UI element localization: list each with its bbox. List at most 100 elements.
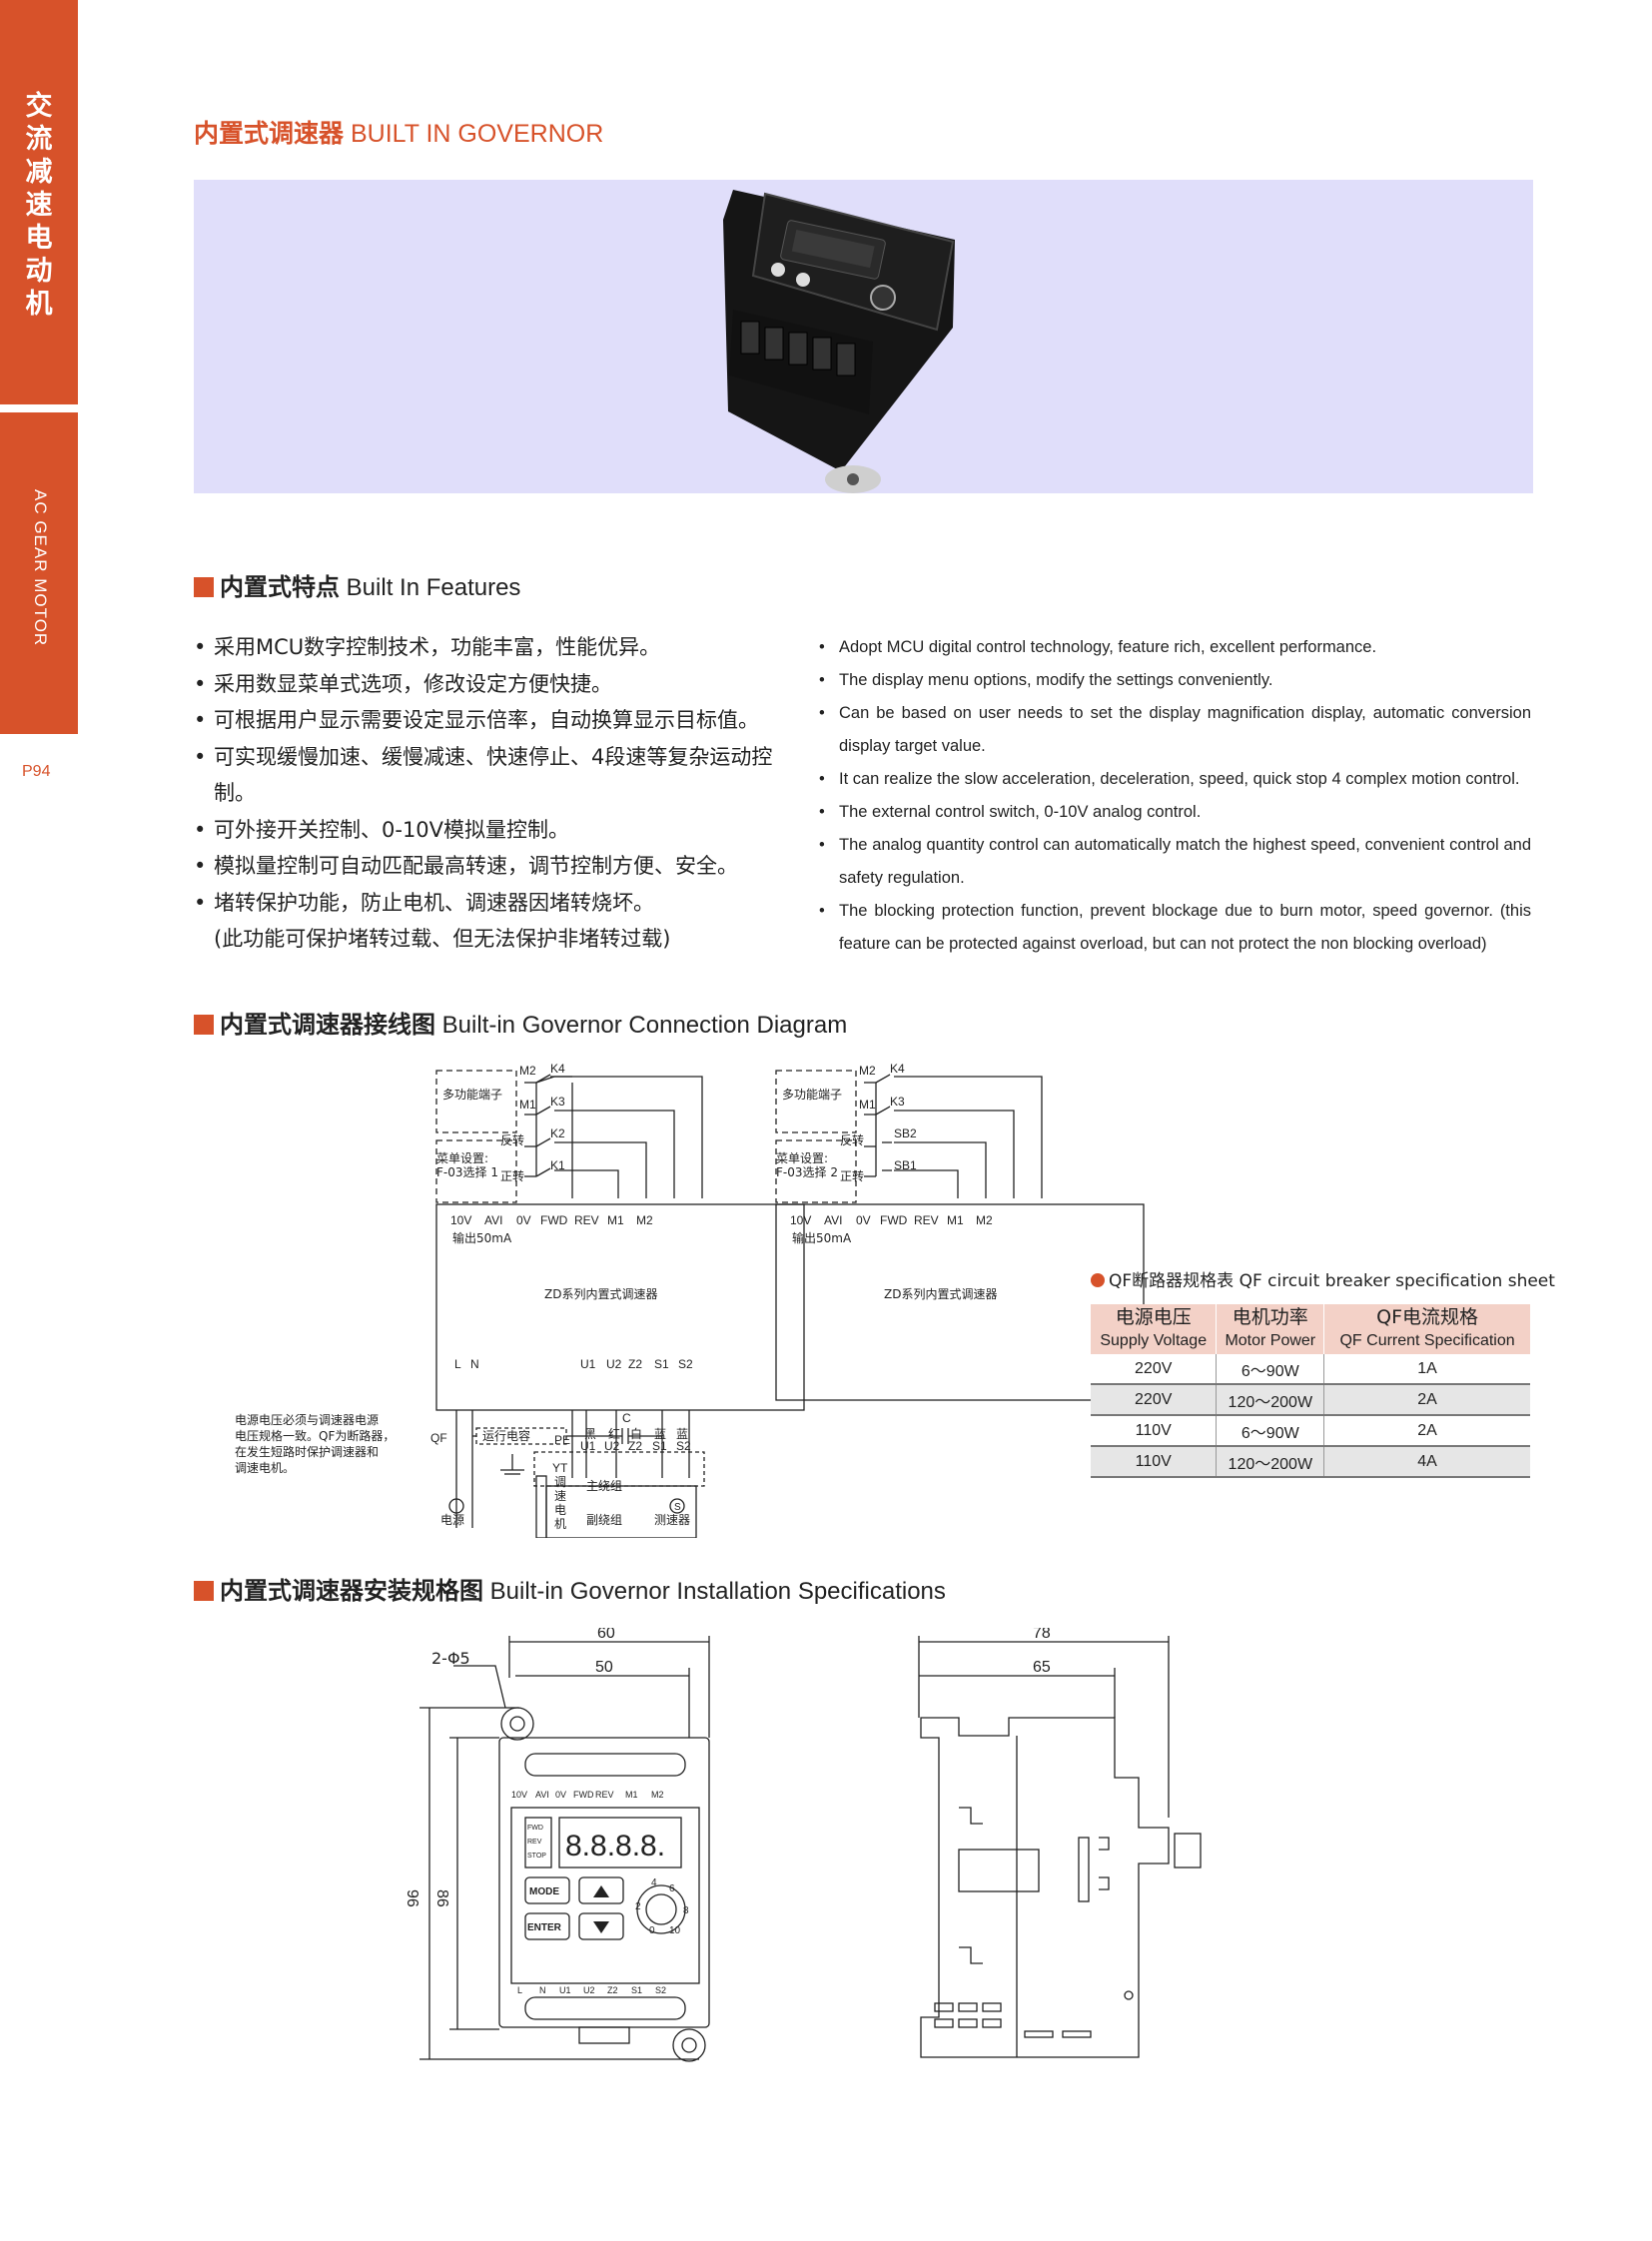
connection-diagram: M2 M1 多功能端子 K4 K3 K2 K1 反转 正转 菜单设置: F-03… [235,1062,1145,1538]
feature-cn-item: 模拟量控制可自动匹配最高转速，调节控制方便、安全。 [194,848,793,885]
down-arrow-icon [593,1921,609,1933]
note-line-2: 电压规格一致。QF为断路器， [235,1428,395,1443]
governor-name-right: ZD系列内置式调速器 [884,1287,997,1301]
features-english-list: Adopt MCU digital control technology, fe… [817,631,1531,961]
rev-label-right: 反转 [840,1132,864,1147]
feature-en-item: Adopt MCU digital control technology, fe… [817,631,1531,664]
page-number: P94 [22,763,51,780]
terminal-avi: AVI [484,1213,502,1227]
aux-winding-label: 副绕组 [586,1513,622,1527]
led-stop: STOP [527,1853,546,1860]
tachometer-s: S [674,1502,681,1513]
multi-function-label: 多功能端子 [442,1088,502,1102]
feature-en-item: Can be based on user needs to set the di… [817,697,1531,763]
wire-code-s1: S1 [652,1439,667,1453]
main-winding-label: 主绕组 [586,1479,622,1493]
terminal-z2: Z2 [628,1357,642,1371]
features-section-title: 内置式特点 Built In Features [194,567,520,602]
motor-char-3: 电 [554,1503,566,1517]
product-photo-banner [194,180,1533,493]
panel-m2: M2 [651,1790,664,1800]
knob-4: 4 [651,1877,657,1888]
terminal-s1: S1 [654,1357,669,1371]
panel-s1: S1 [631,1985,642,1995]
wire-color-white: 白 [630,1426,642,1441]
knob-10: 10 [669,1925,681,1936]
dim-65: 65 [1033,1659,1051,1676]
feature-en-item: The external control switch, 0-10V analo… [817,796,1531,829]
k3-label-right: K3 [890,1095,905,1109]
dim-86: 86 [433,1889,450,1907]
feature-cn-item: 可外接开关控制、0-10V模拟量控制。 [194,812,793,849]
terminal-u1: U1 [580,1357,596,1371]
sidebar-chinese-title: 交流减速电动机 [25,91,53,320]
feature-en-item: The display menu options, modify the set… [817,664,1531,697]
wire-color-blue-1: 蓝 [654,1427,666,1441]
panel-avi: AVI [535,1790,549,1800]
led-fwd: FWD [527,1825,543,1832]
knob-6: 6 [669,1883,675,1894]
knob-8: 8 [683,1905,689,1916]
panel-fwd: FWD [573,1790,594,1800]
f03-select-1: F-03选择 1 [436,1165,498,1179]
terminal-0v: 0V [516,1213,531,1227]
panel-z2: Z2 [607,1985,618,1995]
mode-button-label: MODE [529,1886,559,1897]
wire-code-s2: S2 [676,1439,691,1453]
panel-u2: U2 [583,1985,595,1995]
connection-section-title: 内置式调速器接线图 Built-in Governor Connection D… [194,1005,847,1040]
output-50ma: 输出50mA [452,1230,512,1245]
sb1-label: SB1 [894,1158,917,1172]
led-rev: REV [527,1839,542,1846]
sb2-label: SB2 [894,1126,917,1140]
panel-10v: 10V [511,1790,527,1800]
feature-cn-item: 可根据用户显示需要设定显示倍率，自动换算显示目标值。 [194,702,793,739]
qf-label: QF [430,1431,447,1445]
k4-label-right: K4 [890,1062,905,1076]
terminal-n: N [470,1357,479,1371]
multi-function-label-right: 多功能端子 [782,1088,842,1102]
terminal-m2-right: M2 [976,1213,993,1227]
k2-label: K2 [550,1126,565,1140]
k1-label: K1 [550,1158,565,1172]
terminal-10v: 10V [450,1213,471,1227]
note-line-3: 在发生短路时保护调速器和 [235,1444,379,1459]
panel-u1: U1 [559,1985,571,1995]
capacitor-c-label: C [622,1411,631,1425]
run-capacitor-label: 运行电容 [482,1428,530,1443]
wire-color-red: 红 [608,1426,620,1441]
terminal-m2: M2 [636,1213,653,1227]
knob-2: 2 [635,1901,641,1912]
feature-cn-item: 可实现缓慢加速、缓慢减速、快速停止、4段速等复杂运动控制。 [194,739,793,812]
sidebar-bottom-band [0,412,78,734]
terminal-m1: M1 [607,1213,624,1227]
dim-hole: 2-Φ5 [431,1649,470,1668]
m2-label-right: M2 [859,1064,876,1078]
dim-96: 96 [404,1889,420,1907]
fwd-label-right: 正转 [840,1168,864,1183]
terminal-10v-right: 10V [790,1213,811,1227]
features-chinese-list: 采用MCU数字控制技术，功能丰富，性能优异。 采用数显菜单式选项，修改设定方便快… [194,629,793,958]
feature-cn-item: 采用数显菜单式选项，修改设定方便快捷。 [194,666,793,703]
up-arrow-icon [593,1885,609,1897]
wire-color-blue-2: 蓝 [676,1427,688,1441]
page-title: 内置式调速器 BUILT IN GOVERNOR [194,119,604,148]
menu-set-label-right: 菜单设置: [776,1151,828,1165]
terminal-m1-right: M1 [947,1213,964,1227]
terminal-fwd-right: FWD [880,1213,908,1227]
panel-l: L [517,1985,522,1995]
wire-code-u1: U1 [580,1439,596,1453]
power-label: 电源 [440,1513,464,1527]
feature-cn-note: (此功能可保护堵转过载、但无法保护非堵转过载) [214,927,671,951]
sidebar-top-band [0,0,78,404]
feature-en-item: The blocking protection function, preven… [817,895,1531,961]
note-line-1: 电源电压必须与调速器电源 [235,1413,379,1427]
terminal-fwd: FWD [540,1213,568,1227]
